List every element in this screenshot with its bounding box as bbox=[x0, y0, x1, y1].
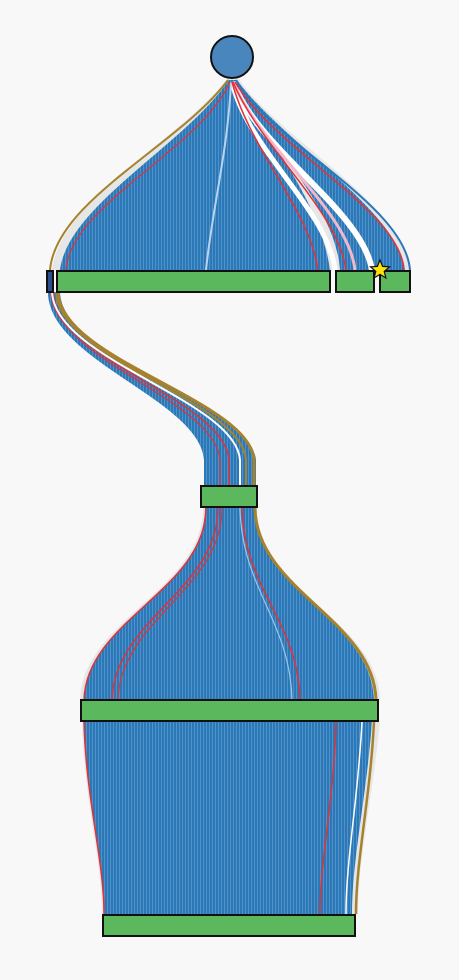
top-flow-group bbox=[49, 78, 411, 271]
node-top-wide[interactable] bbox=[56, 270, 331, 293]
node-small-left[interactable] bbox=[46, 270, 54, 293]
flow-strand-red-mid-3 bbox=[117, 507, 223, 701]
node-top-mid[interactable] bbox=[335, 270, 375, 293]
flow-band-top-main bbox=[60, 80, 330, 270]
lower-flow-group bbox=[82, 721, 380, 915]
flow-strand-gold-mid bbox=[253, 507, 378, 701]
root-node[interactable] bbox=[210, 35, 254, 79]
flow-strand-red-4 bbox=[65, 81, 231, 271]
flow-strand-red-1 bbox=[231, 81, 319, 271]
flow-strand-gold-top bbox=[49, 79, 229, 271]
flow-strand-gold-s2 bbox=[55, 291, 247, 486]
flow-strand-red-low-2 bbox=[319, 721, 337, 915]
flow-strand-gold-low bbox=[354, 721, 376, 915]
star-icon bbox=[368, 258, 392, 280]
s-curve-flow-group bbox=[48, 291, 256, 486]
flow-strand-red-mid-4 bbox=[241, 507, 301, 701]
flow-strand-red-s2 bbox=[50, 291, 221, 486]
node-middle[interactable] bbox=[200, 485, 258, 508]
node-bottom[interactable] bbox=[102, 914, 356, 937]
flow-strand-blue-edge bbox=[235, 79, 411, 271]
flow-strand-red-3 bbox=[234, 81, 405, 271]
flow-strand-red-mid-2 bbox=[111, 507, 219, 701]
flow-strand-white-mid bbox=[239, 507, 293, 701]
flow-band-top-right bbox=[234, 80, 405, 270]
flow-band-mid-main bbox=[84, 508, 374, 700]
flow-strand-red-mid-1 bbox=[83, 507, 207, 701]
flow-strand-red-low-1 bbox=[83, 721, 105, 915]
flow-strand-gold-s1 bbox=[56, 291, 256, 486]
node-top-right[interactable] bbox=[379, 270, 411, 293]
flow-strand-white-low bbox=[345, 721, 363, 915]
flow-strand-red-2 bbox=[232, 81, 347, 271]
node-lower-wide[interactable] bbox=[80, 699, 379, 722]
flow-band-lower-main bbox=[84, 722, 372, 914]
flow-strand-white-4 bbox=[205, 81, 232, 271]
mid-flow-group bbox=[80, 507, 380, 701]
flow-strand-white-s bbox=[51, 291, 241, 486]
